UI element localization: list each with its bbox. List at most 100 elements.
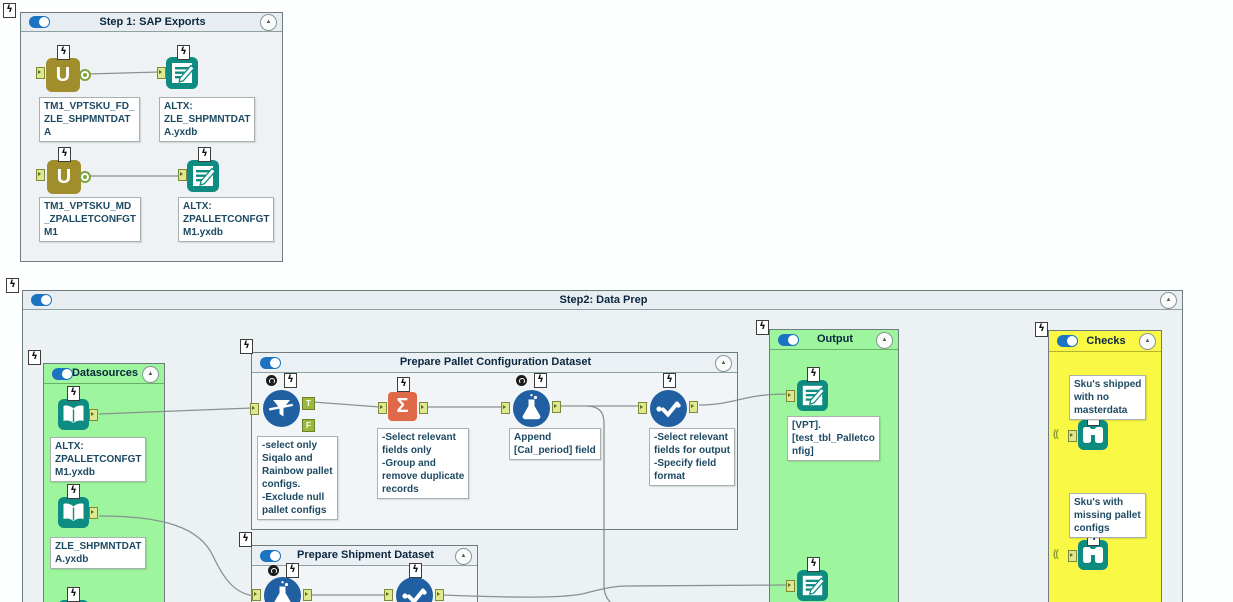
container-datasources-toggle[interactable]	[52, 367, 73, 380]
input-anchor[interactable]	[36, 169, 45, 181]
output-data-icon	[802, 575, 826, 596]
input-anchor[interactable]	[252, 589, 261, 601]
input-anchor[interactable]	[1068, 430, 1077, 442]
container-step1-collapse-button[interactable]: ▲	[260, 14, 277, 31]
output-anchor[interactable]	[79, 171, 91, 183]
container-output-title: Output	[816, 333, 854, 345]
annotation-check-missing-configs[interactable]: Sku's with missing pallet configs	[1069, 493, 1146, 538]
annotation-summarize[interactable]: -Select relevant fields only -Group and …	[377, 428, 470, 499]
container-output-collapse-button[interactable]: ▲	[876, 331, 893, 349]
annotation-formula[interactable]: Append [Cal_period] field	[509, 428, 601, 460]
sap-u-icon: U	[56, 165, 72, 188]
input-anchor[interactable]	[384, 589, 393, 601]
container-output-header: Output ▲	[770, 330, 898, 350]
sap-input-tool-fd[interactable]: U	[46, 58, 80, 92]
output-data-tool-second[interactable]	[797, 570, 828, 601]
container-step2-toggle[interactable]	[31, 294, 52, 306]
sap-input-tool-md[interactable]: U	[47, 160, 81, 194]
annotation-sap-md[interactable]: TM1_VPTSKU_MD _ZPALLETCONFGT M1	[39, 197, 142, 242]
summarize-tool[interactable]: Σ	[388, 392, 417, 421]
input-anchor[interactable]	[1068, 550, 1077, 562]
lightning-badge-icon: ϟ	[58, 147, 71, 162]
lightning-badge-icon: ϟ	[286, 563, 299, 578]
container-prepare-pallet-collapse-button[interactable]: ▲	[715, 354, 732, 372]
container-prepare-shipment-toggle[interactable]	[260, 549, 281, 562]
input-anchor[interactable]	[36, 67, 45, 79]
wireless-connection-icon: ((	[1053, 549, 1059, 560]
lightning-badge-icon: ϟ	[67, 386, 80, 401]
container-checks-collapse-button[interactable]: ▲	[1139, 333, 1156, 350]
select-tool[interactable]	[650, 390, 687, 427]
lightning-badge-icon: ϟ	[198, 147, 211, 162]
select-tool-shipment[interactable]	[396, 577, 433, 602]
flask-icon	[274, 581, 291, 602]
input-anchor[interactable]	[501, 402, 510, 414]
annotation-ds-shpmnt[interactable]: ZLE_SHPMNTDAT A.yxdb	[50, 537, 147, 569]
annotation-select[interactable]: -Select relevant fields for output -Spec…	[649, 428, 736, 486]
annotation-check-no-masterdata[interactable]: Sku's shipped with no masterdata	[1069, 375, 1147, 420]
container-datasources-title: Datasources	[71, 367, 139, 379]
container-step1-toggle[interactable]	[29, 16, 50, 28]
annotation-ds-pallet[interactable]: ALTX: ZPALLETCONFGT M1.yxdb	[50, 437, 147, 482]
container-step2-header: Step2: Data Prep ▲	[23, 291, 1182, 310]
input-anchor[interactable]	[786, 390, 795, 402]
output-anchor[interactable]	[419, 402, 428, 414]
filter-tool[interactable]	[263, 390, 300, 427]
container-checks-toggle[interactable]	[1057, 335, 1078, 347]
status-badge-icon	[516, 375, 527, 386]
container-step2-title: Step2: Data Prep	[559, 294, 648, 306]
container-prepare-pallet-toggle[interactable]	[260, 356, 281, 369]
input-data-icon	[63, 503, 84, 521]
container-output[interactable]: Output ▲	[769, 329, 899, 602]
output-anchor[interactable]	[89, 409, 98, 421]
container-datasources-collapse-button[interactable]: ▲	[142, 365, 159, 383]
output-anchor[interactable]	[89, 507, 98, 519]
output-anchor[interactable]	[303, 589, 312, 601]
output-data-tool-vpt[interactable]	[797, 380, 828, 411]
output-data-tool-pallet[interactable]	[187, 160, 219, 192]
lightning-badge-icon: ϟ	[756, 320, 769, 335]
lightning-badge-icon: ϟ	[663, 373, 676, 388]
output-data-icon	[172, 63, 196, 83]
container-step2-collapse-button[interactable]: ▲	[1160, 292, 1177, 309]
annotation-altx-pallet[interactable]: ALTX: ZPALLETCONFGT M1.yxdb	[178, 197, 275, 242]
lightning-badge-icon: ϟ	[57, 45, 70, 60]
true-output-anchor[interactable]: T	[302, 397, 315, 410]
container-step1-header: Step 1: SAP Exports ▲	[21, 13, 282, 32]
browse-binoculars-icon	[1083, 427, 1103, 443]
output-anchor[interactable]	[435, 589, 444, 601]
select-check-icon	[656, 401, 681, 418]
output-data-icon	[802, 385, 826, 406]
annotation-altx-shpmnt[interactable]: ALTX: ZLE_SHPMNTDAT A.yxdb	[159, 97, 256, 142]
annotation-output-table[interactable]: [VPT]. [test_tbl_Palletco nfig]	[787, 416, 880, 461]
input-anchor[interactable]	[250, 403, 259, 415]
container-prepare-shipment-collapse-button[interactable]: ▲	[455, 547, 472, 565]
false-output-anchor[interactable]: F	[302, 419, 315, 432]
output-anchor[interactable]	[552, 401, 561, 413]
annotation-filter[interactable]: -select only Siqalo and Rainbow pallet c…	[257, 436, 338, 520]
lightning-badge-icon: ϟ	[28, 350, 41, 365]
output-data-icon	[193, 166, 217, 186]
container-prepare-pallet-title: Prepare Pallet Configuration Dataset	[399, 356, 592, 368]
input-anchor[interactable]	[157, 67, 166, 79]
lightning-badge-icon: ϟ	[1035, 322, 1048, 337]
output-data-tool-shpmnt[interactable]	[166, 57, 198, 89]
input-anchor[interactable]	[178, 169, 187, 181]
lightning-badge-icon: ϟ	[807, 557, 820, 572]
input-data-tool-pallet[interactable]	[58, 399, 89, 430]
input-anchor[interactable]	[638, 402, 647, 414]
container-prepare-shipment-title: Prepare Shipment Dataset	[297, 549, 434, 561]
formula-tool-shipment[interactable]	[264, 577, 301, 602]
container-step1-title: Step 1: SAP Exports	[99, 16, 206, 28]
container-output-toggle[interactable]	[778, 333, 799, 346]
annotation-sap-fd[interactable]: TM1_VPTSKU_FD_ ZLE_SHPMNTDAT A	[39, 97, 140, 142]
formula-tool[interactable]	[513, 390, 550, 427]
output-anchor[interactable]	[79, 69, 91, 81]
input-anchor[interactable]	[378, 402, 387, 414]
filter-icon	[269, 400, 294, 417]
output-anchor[interactable]	[689, 401, 698, 413]
input-anchor[interactable]	[786, 580, 795, 592]
input-data-tool-shpmnt[interactable]	[58, 497, 89, 528]
status-badge-icon	[268, 565, 279, 576]
